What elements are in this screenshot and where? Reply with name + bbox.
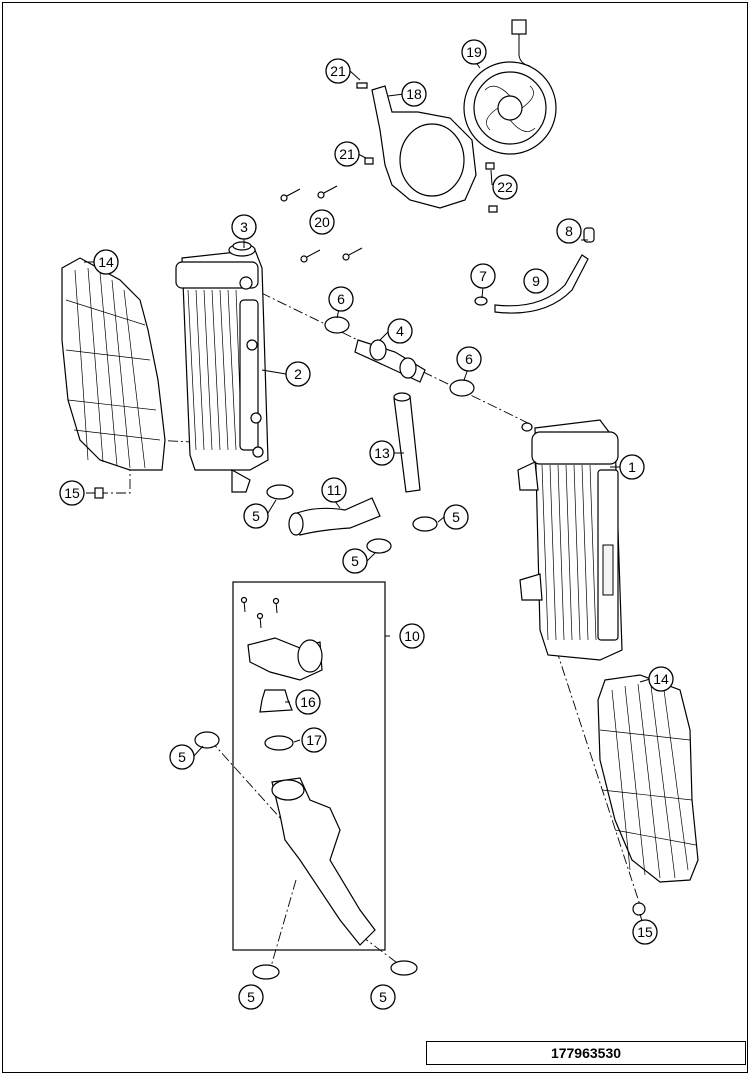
radiator-cap — [228, 241, 256, 290]
callout-15b: 15 — [632, 919, 658, 945]
callout-21a: 21 — [325, 58, 351, 84]
document-number-box: 177963530 — [426, 1041, 746, 1065]
callout-5a: 5 — [243, 503, 269, 529]
document-number: 177963530 — [550, 1045, 622, 1061]
callout-16: 16 — [295, 689, 321, 715]
svg-text:20: 20 — [314, 214, 330, 230]
callout-13: 13 — [369, 440, 395, 466]
svg-text:6: 6 — [337, 291, 345, 307]
svg-text:19: 19 — [466, 44, 482, 60]
right-radiator — [517, 419, 623, 661]
svg-text:5: 5 — [247, 989, 255, 1005]
callout-6a: 6 — [328, 286, 354, 312]
hoses — [247, 227, 595, 946]
callout-21b: 21 — [334, 141, 360, 167]
callout-19: 19 — [461, 39, 487, 65]
callout-5b: 5 — [342, 548, 368, 574]
callout-4: 4 — [387, 318, 413, 344]
svg-text:14: 14 — [98, 254, 114, 270]
callout-5f: 5 — [370, 984, 396, 1010]
callout-9: 9 — [523, 268, 549, 294]
svg-text:5: 5 — [379, 989, 387, 1005]
callout-5d: 5 — [169, 744, 195, 770]
svg-text:3: 3 — [240, 219, 248, 235]
svg-text:15: 15 — [64, 485, 80, 501]
svg-text:22: 22 — [497, 179, 513, 195]
svg-text:15: 15 — [637, 924, 653, 940]
callout-18: 18 — [401, 81, 427, 107]
callout-5c: 5 — [443, 504, 469, 530]
callout-1: 1 — [619, 454, 645, 480]
fan-bracket — [371, 85, 477, 209]
callout-5e: 5 — [238, 984, 264, 1010]
svg-text:8: 8 — [565, 223, 573, 239]
svg-text:5: 5 — [452, 509, 460, 525]
svg-text:5: 5 — [351, 553, 359, 569]
svg-text:1: 1 — [628, 459, 636, 475]
callout-2: 2 — [285, 361, 311, 387]
cooling-fan — [463, 19, 557, 155]
callout-22: 22 — [492, 174, 518, 200]
svg-text:2: 2 — [294, 366, 302, 382]
svg-text:6: 6 — [465, 351, 473, 367]
right-radiator-shroud — [597, 674, 699, 883]
left-radiator-fins — [187, 289, 243, 451]
callout-15a: 15 — [59, 480, 85, 506]
svg-text:21: 21 — [339, 146, 355, 162]
svg-text:14: 14 — [653, 671, 669, 687]
svg-text:21: 21 — [330, 63, 346, 79]
svg-text:4: 4 — [396, 323, 404, 339]
right-radiator-fins — [541, 464, 597, 641]
hose-clamps — [194, 296, 488, 980]
svg-text:5: 5 — [178, 749, 186, 765]
bolts-20 — [280, 185, 363, 263]
callout-20: 20 — [309, 209, 335, 235]
svg-text:9: 9 — [532, 273, 540, 289]
svg-text:18: 18 — [406, 86, 422, 102]
callout-11: 11 — [321, 477, 347, 503]
callout-10: 10 — [399, 623, 425, 649]
callout-3: 3 — [231, 214, 257, 240]
callout-17: 17 — [301, 727, 327, 753]
callout-7: 7 — [470, 263, 496, 289]
svg-text:5: 5 — [252, 508, 260, 524]
callout-6b: 6 — [456, 346, 482, 372]
screws — [280, 82, 498, 263]
callout-8: 8 — [556, 218, 582, 244]
thermostat-bolts — [240, 596, 280, 629]
svg-text:17: 17 — [306, 732, 322, 748]
callout-14b: 14 — [648, 666, 674, 692]
left-radiator-shroud — [61, 257, 166, 471]
left-radiator — [175, 249, 269, 493]
svg-text:13: 13 — [374, 445, 390, 461]
svg-text:11: 11 — [327, 482, 342, 498]
svg-text:7: 7 — [479, 268, 487, 284]
callout-14a: 14 — [93, 249, 119, 275]
svg-text:16: 16 — [300, 694, 316, 710]
svg-text:10: 10 — [404, 628, 420, 644]
assembly-box — [232, 581, 386, 951]
